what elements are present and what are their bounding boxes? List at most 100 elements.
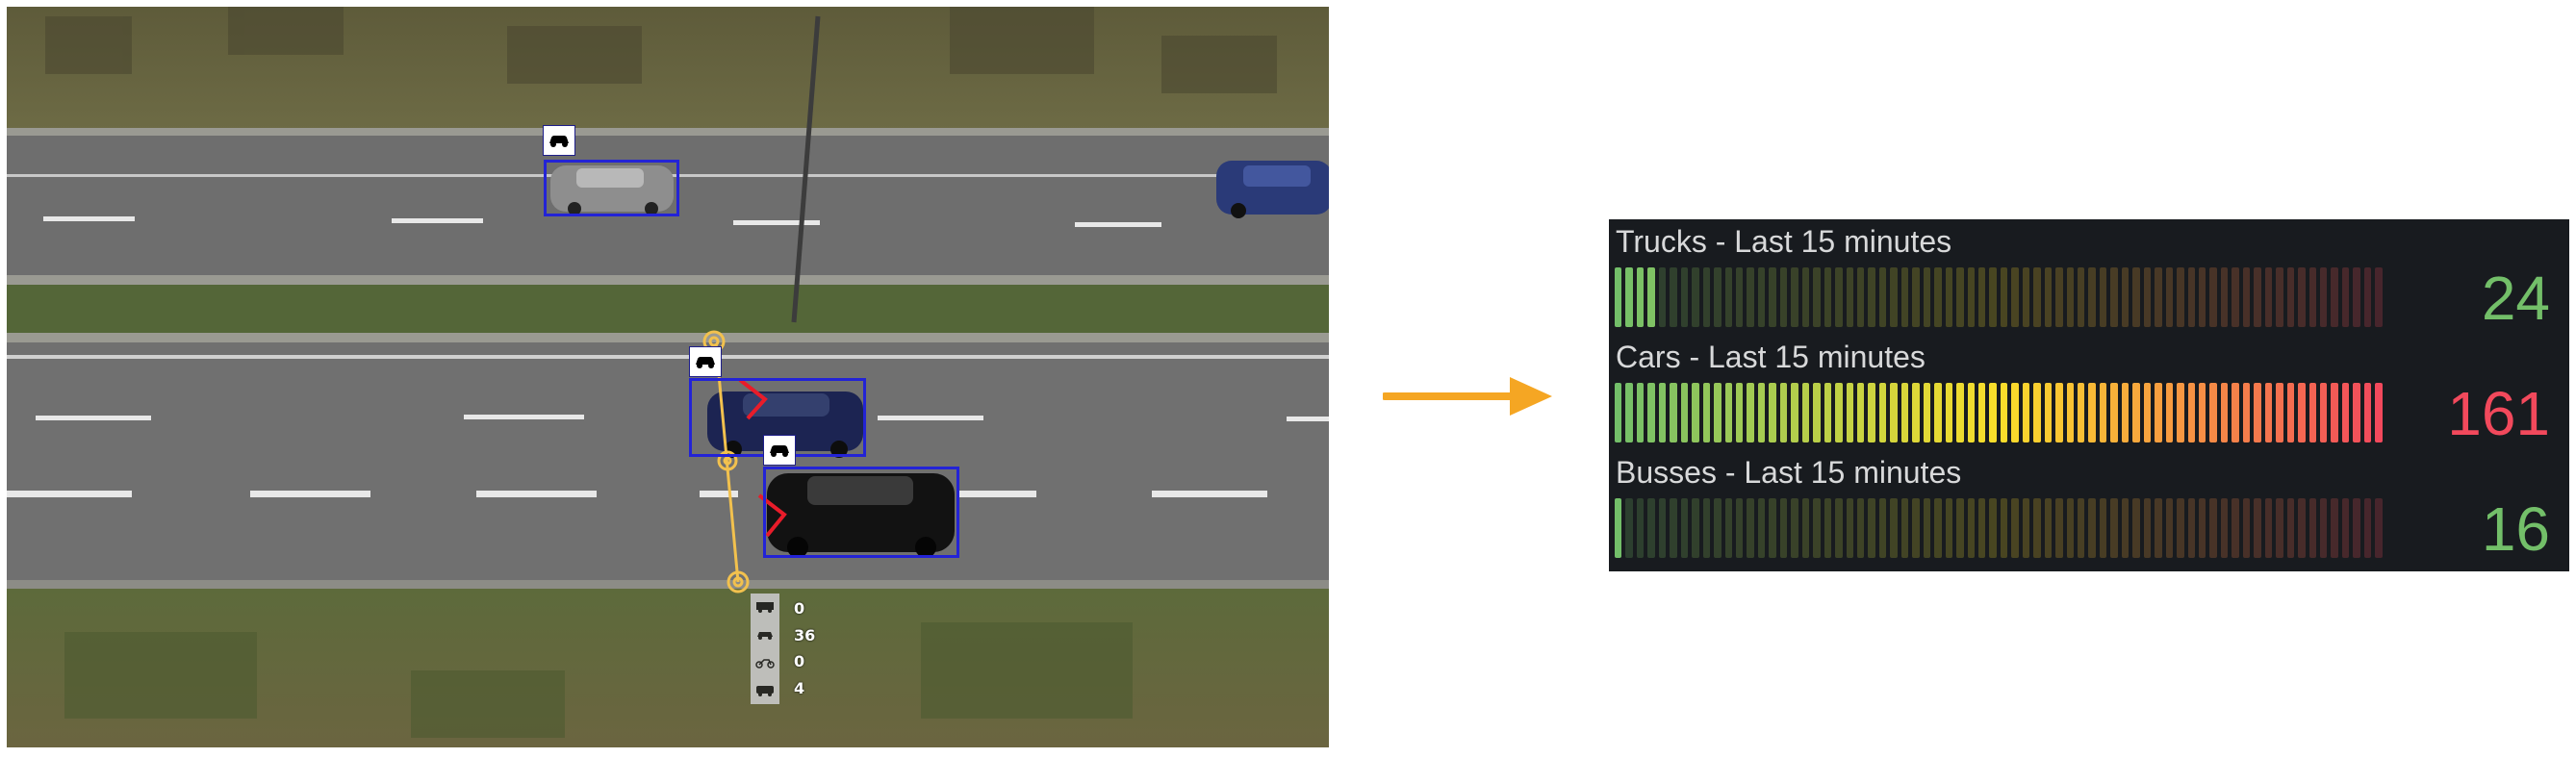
gauge-cell <box>1934 267 1942 327</box>
gauge-cell <box>2177 267 2184 327</box>
gauge-cell <box>1779 267 1788 327</box>
gauge-cell <box>1923 498 1931 558</box>
gauge-cell <box>1967 267 1975 327</box>
motorcycle-count: 0 <box>794 652 805 671</box>
gauge-cell <box>2220 383 2229 442</box>
gauge-cell <box>1769 267 1776 327</box>
gauge-cell <box>2110 383 2118 442</box>
gauge-cell <box>1692 267 1699 327</box>
gauge-cell <box>1757 498 1766 558</box>
gauge-cell <box>2232 267 2239 327</box>
gauge-cell <box>2341 383 2350 442</box>
gauge-cell <box>2298 383 2306 442</box>
gauge-cell <box>1868 498 1875 558</box>
gauge-cell <box>1735 267 1744 327</box>
gauge-cell <box>1625 498 1633 558</box>
gauge-cell <box>2276 267 2283 327</box>
gauge-cell <box>2363 383 2372 442</box>
gauge-cell <box>2066 383 2075 442</box>
gauge-cell <box>1769 498 1776 558</box>
camera-view: 0 36 0 4 <box>7 7 1329 747</box>
gauge-cell <box>1835 498 1843 558</box>
gauge-cell <box>1747 267 1754 327</box>
gauge-cell <box>2286 267 2295 327</box>
gauge-cell <box>1868 383 1875 442</box>
gauge-cell <box>2320 498 2328 558</box>
gauge-cell <box>1658 267 1667 327</box>
vehicle-lower <box>767 473 955 558</box>
gauge-value: 16 <box>2481 494 2550 564</box>
gauge-cell <box>1636 383 1645 442</box>
gauge-title: Busses - Last 15 minutes <box>1616 455 1962 490</box>
detection-box[interactable] <box>544 160 679 216</box>
gauge-cell <box>2209 383 2217 442</box>
motorcycle-icon <box>754 656 776 670</box>
gauge-cell <box>1856 267 1865 327</box>
gauge-cell <box>2375 267 2383 327</box>
gauge-cell <box>1747 383 1754 442</box>
direction-marker <box>757 493 787 538</box>
gauge-cell <box>2155 383 2162 442</box>
gauge-cell <box>2066 267 2075 327</box>
gauge-cell <box>1890 383 1898 442</box>
gauge-cell <box>2033 267 2041 327</box>
gauge-cell <box>2011 498 2019 558</box>
gauge-cell <box>2110 267 2118 327</box>
gauge-cell <box>2331 383 2338 442</box>
gauge-cell <box>1670 267 1677 327</box>
gauge-cell <box>2055 383 2063 442</box>
gauge-cell <box>1967 498 1975 558</box>
gauge-cell <box>1692 383 1699 442</box>
gauge-cell <box>2264 383 2273 442</box>
gauge-cell <box>1714 267 1722 327</box>
gauge-cell <box>2308 267 2316 327</box>
detection-box[interactable] <box>763 467 959 558</box>
gauge-cell <box>1989 498 1997 558</box>
gauge-cell <box>2254 383 2261 442</box>
gauge-cell <box>1878 267 1887 327</box>
gauge-cell <box>1702 267 1711 327</box>
gauge-cell <box>2298 498 2306 558</box>
gauge-cell <box>2232 383 2239 442</box>
gauge-cell <box>2022 498 2030 558</box>
gauge-cell <box>2177 498 2184 558</box>
gauge-cell <box>1956 267 1964 327</box>
gauge-cell <box>2375 383 2383 442</box>
gauge-cell <box>1900 383 1909 442</box>
gauge-cell <box>2254 267 2261 327</box>
vehicle-counter-values: 0 36 0 4 <box>794 595 832 701</box>
gauge-cell <box>2209 267 2217 327</box>
gauge-cell <box>1692 498 1699 558</box>
gauge-cell <box>1977 498 1986 558</box>
gauge-cell <box>1956 498 1964 558</box>
gauge-cell <box>2099 383 2107 442</box>
gauge-cell <box>2286 498 2295 558</box>
gauge-cell <box>1813 383 1821 442</box>
gauge-cell <box>1813 267 1821 327</box>
gauge-cell <box>2099 498 2107 558</box>
gauge-cell <box>2078 267 2085 327</box>
gauge-cell <box>2011 267 2019 327</box>
gauge-cell <box>1846 383 1853 442</box>
gauge-cell <box>2242 383 2251 442</box>
bar-gauge <box>1615 383 2383 442</box>
gauge-cell <box>2232 498 2239 558</box>
direction-marker <box>738 378 768 420</box>
gauge-cell <box>1967 383 1975 442</box>
gauge-cell <box>2187 267 2196 327</box>
gauge-title: Cars - Last 15 minutes <box>1616 340 1926 374</box>
gauge-cell <box>1625 383 1633 442</box>
traffic-dashboard: Trucks - Last 15 minutes 24 Cars - Last … <box>1609 219 2569 571</box>
gauge-row-cars: Cars - Last 15 minutes 161 <box>1609 335 2569 448</box>
gauge-cell <box>2242 267 2251 327</box>
gauge-cell <box>1791 383 1798 442</box>
gauge-cell <box>2220 498 2229 558</box>
gauge-cell <box>1945 383 1953 442</box>
gauge-cell <box>2264 267 2273 327</box>
gauge-cell <box>2353 267 2360 327</box>
gauge-cell <box>1989 383 1997 442</box>
gauge-cell <box>2353 383 2360 442</box>
bar-gauge <box>1615 498 2383 558</box>
gauge-cell <box>1856 383 1865 442</box>
gauge-cell <box>1658 383 1667 442</box>
